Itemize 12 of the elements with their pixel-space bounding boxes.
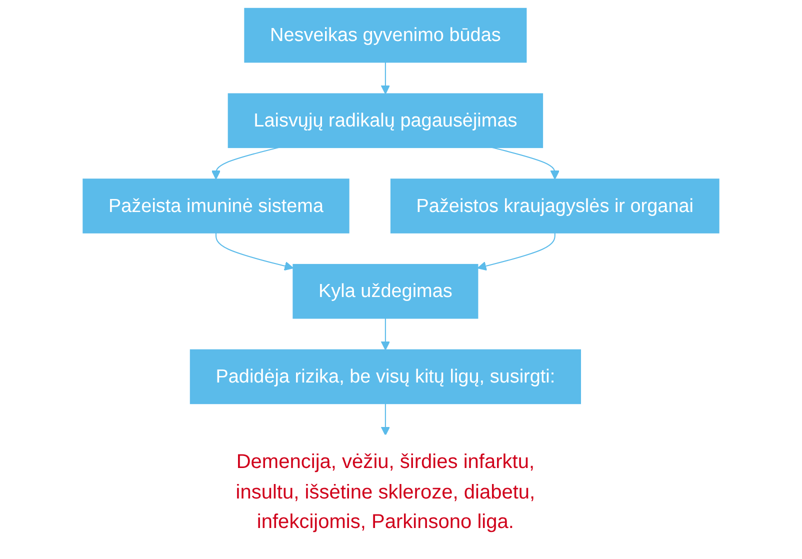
node-box <box>292 264 478 319</box>
node-box <box>82 178 350 234</box>
node-text: Demencija, vėžiu, širdies infarktu, insultu, išsėtine skleroze, diabetu, infekcijomis, Parkinsono liga. <box>236 450 536 534</box>
arrow <box>215 232 294 271</box>
node-box <box>244 8 527 63</box>
arrow <box>380 318 390 350</box>
arrow <box>380 62 390 94</box>
node-box <box>228 93 544 148</box>
node-box <box>190 349 581 404</box>
arrow <box>380 404 390 436</box>
node-box <box>390 178 720 234</box>
arrow <box>477 232 556 271</box>
